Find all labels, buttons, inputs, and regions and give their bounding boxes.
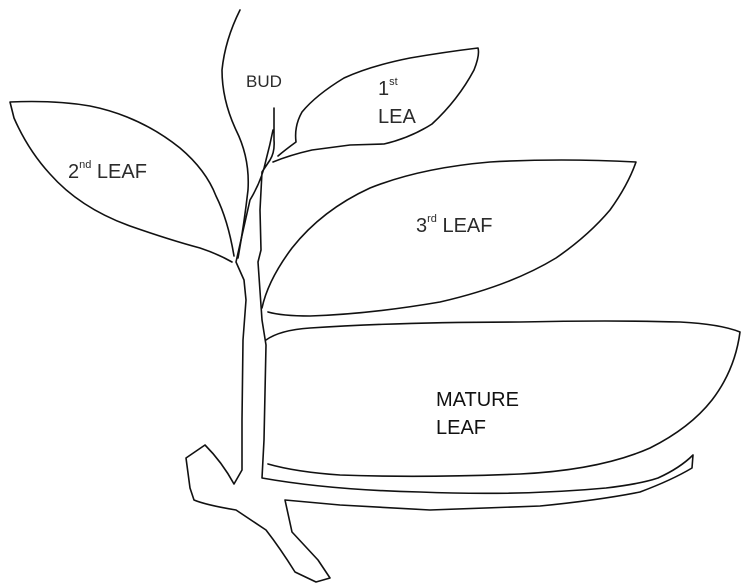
first-leaf-ordinal: 1 (378, 78, 389, 100)
third-leaf-outline (262, 160, 636, 316)
first-leaf-ordinal-suffix: st (389, 76, 398, 88)
bud-label: BUD (246, 72, 282, 92)
mature-leaf-line1: MATURE (436, 389, 519, 411)
third-leaf-name: LEAF (437, 215, 493, 237)
mature-leaf-label: MATURE LEAF (436, 386, 519, 442)
first-leaf-name: LEA (378, 106, 416, 128)
third-leaf-label: 3rd LEAF (416, 214, 492, 238)
second-leaf-label: 2nd LEAF (68, 160, 147, 184)
third-leaf-ordinal: 3 (416, 215, 427, 237)
first-leaf-outline (273, 48, 479, 162)
first-leaf-label: 1st LEA (378, 75, 416, 131)
mature-leaf-line2: LEAF (436, 417, 486, 439)
second-leaf-ordinal-suffix: nd (79, 159, 91, 171)
second-leaf-ordinal: 2 (68, 161, 79, 183)
second-leaf-name: LEAF (91, 161, 147, 183)
bud-label-text: BUD (246, 72, 282, 91)
third-leaf-ordinal-suffix: rd (427, 213, 437, 225)
stem-outline (186, 108, 693, 582)
